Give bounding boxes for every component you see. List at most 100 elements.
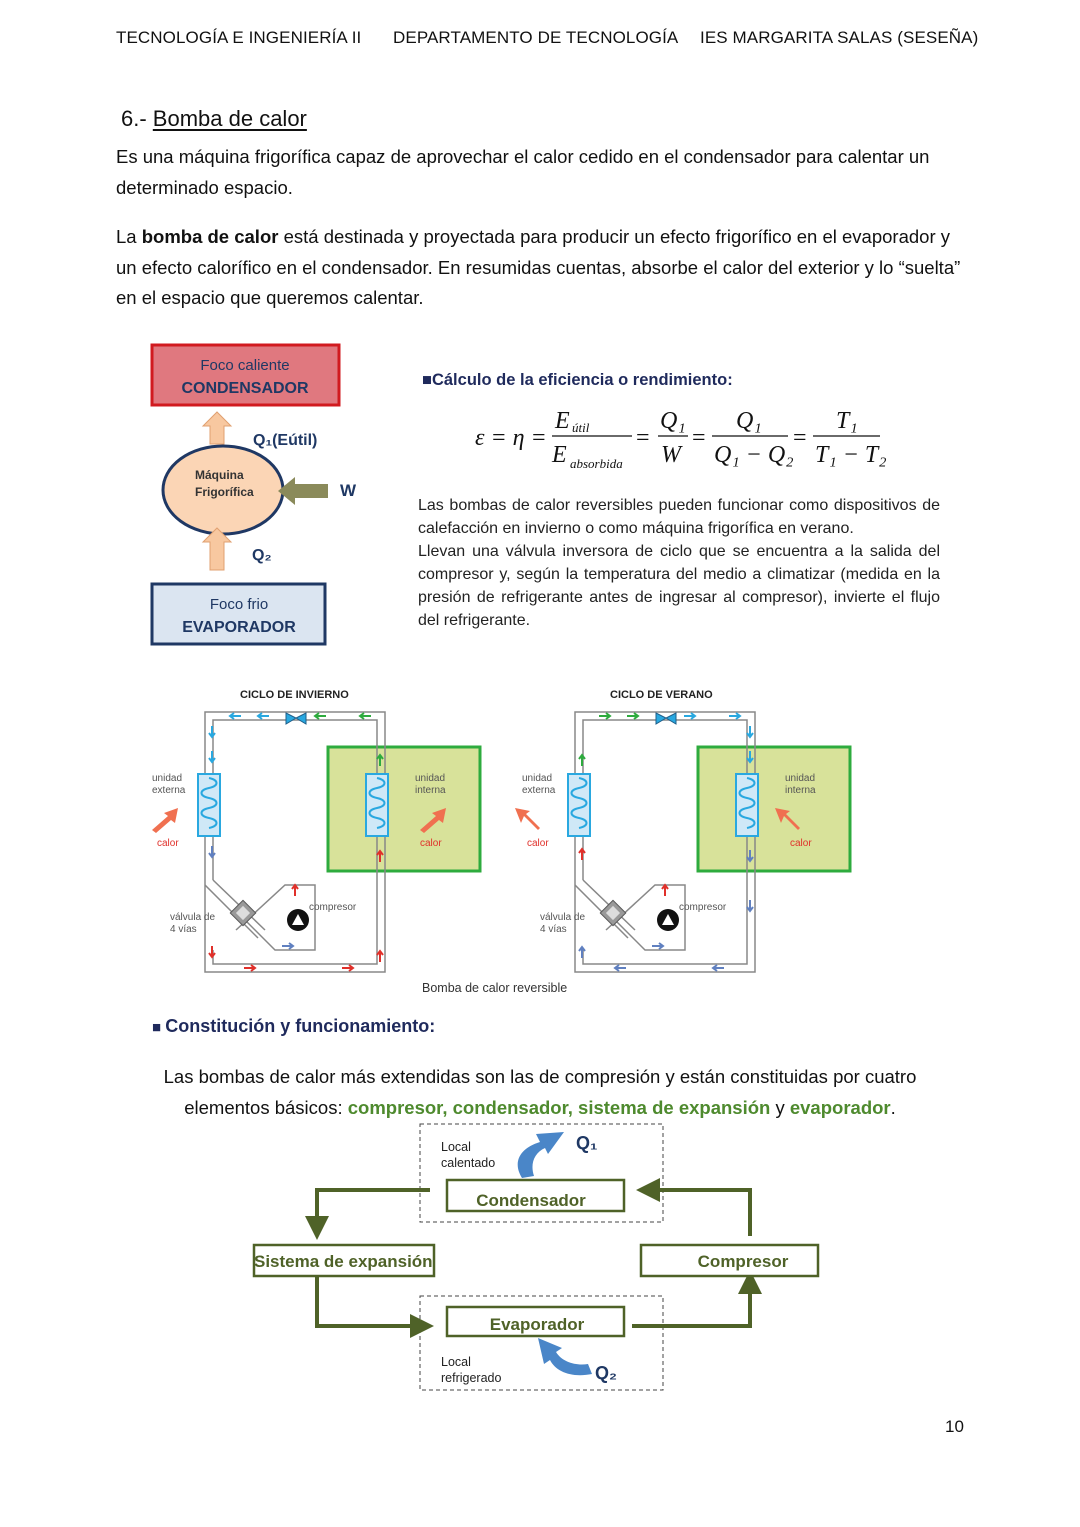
formula-term: Q₁ bbox=[736, 408, 762, 434]
internal-unit-label: interna bbox=[415, 785, 446, 796]
four-way-valve-icon bbox=[235, 905, 251, 921]
page-number: 10 bbox=[945, 1417, 964, 1436]
q1-arrow bbox=[201, 411, 233, 445]
cold-focus-box bbox=[150, 582, 327, 646]
flow-arrow bbox=[376, 849, 384, 862]
flow-arrow bbox=[282, 942, 295, 950]
flow-arrow bbox=[208, 846, 216, 859]
coil-icon bbox=[368, 777, 386, 829]
summer-cycle: CICLO DE VERANOunidadexternaunidadintern… bbox=[515, 689, 852, 973]
evaporator-box bbox=[445, 1305, 626, 1338]
q2-label: Q₂ bbox=[595, 1363, 617, 1383]
formula-term: Q₁ bbox=[660, 408, 686, 434]
q2-arrow bbox=[201, 527, 233, 571]
flow-arrow bbox=[636, 1178, 752, 1236]
constitution-heading: ■ Constitución y funcionamiento: bbox=[152, 1016, 435, 1037]
heated-zone bbox=[419, 1123, 664, 1223]
flow-arrow bbox=[358, 712, 371, 720]
valve-label: 4 vías bbox=[170, 924, 197, 935]
q1-label: Q₁ bbox=[576, 1133, 597, 1153]
constitution-paragraph: Las bombas de calor más extendidas son l… bbox=[140, 1062, 940, 1123]
heading-text: Constitución y funcionamiento: bbox=[165, 1016, 436, 1036]
heated-label: Local bbox=[441, 1140, 471, 1154]
diagram-caption: Bomba de calor reversible bbox=[422, 981, 567, 995]
evaporator-label: Evaporador bbox=[490, 1315, 585, 1334]
section-number: 6.- bbox=[121, 106, 153, 131]
compressor-label: Compresor bbox=[698, 1252, 789, 1271]
condenser-box bbox=[445, 1178, 626, 1213]
flow-arrow bbox=[746, 726, 754, 739]
pipe bbox=[582, 719, 748, 965]
flow-arrow bbox=[578, 847, 586, 860]
heat-label: calor bbox=[527, 838, 549, 849]
cycle-title: CICLO DE VERANO bbox=[610, 689, 713, 701]
header-department: DEPARTAMENTO DE TECNOLOGÍA bbox=[393, 28, 679, 47]
q2-curved-arrow bbox=[538, 1338, 592, 1376]
flow-arrow bbox=[244, 964, 257, 972]
bold-term: bomba de calor bbox=[141, 226, 279, 247]
formula-term: Q₁ − Q₂ bbox=[714, 442, 794, 468]
bullet-icon: ■ bbox=[422, 371, 432, 389]
expansion-valve-icon bbox=[655, 712, 677, 725]
work-arrow bbox=[278, 477, 328, 505]
flow-arrow bbox=[729, 712, 742, 720]
flow-arrow bbox=[228, 712, 241, 720]
internal-unit-zone bbox=[326, 745, 482, 873]
compressor-label: compresor bbox=[309, 902, 357, 913]
cooled-label: Local bbox=[441, 1355, 471, 1369]
flow-arrow bbox=[613, 964, 626, 972]
formula-eq: = bbox=[692, 425, 706, 451]
coil-icon bbox=[200, 777, 218, 829]
reversible-heat-pump-diagram: CICLO DE INVIERNOunidadexternaunidadinte… bbox=[152, 689, 852, 995]
formula-term: T₁ bbox=[836, 408, 858, 434]
flow-arrow bbox=[684, 712, 697, 720]
four-way-valve-icon bbox=[605, 905, 621, 921]
flow-arrow bbox=[313, 712, 326, 720]
heat-label: calor bbox=[790, 838, 812, 849]
compressor-box bbox=[639, 1243, 820, 1278]
heat-arrow-icon bbox=[152, 808, 178, 833]
q2-label: Q₂ bbox=[252, 547, 272, 564]
heat-arrow-icon bbox=[515, 808, 540, 830]
flow-arrow bbox=[711, 964, 724, 972]
formula-term: E bbox=[554, 408, 570, 434]
compressor-icon bbox=[292, 914, 304, 925]
heading-text: Cálculo de la eficiencia o rendimiento: bbox=[431, 371, 733, 389]
external-unit-label: externa bbox=[152, 785, 186, 796]
flow-arrow bbox=[578, 945, 586, 958]
flow-arrow bbox=[578, 753, 586, 766]
flow-arrow bbox=[627, 712, 640, 720]
heat-pump-flow-diagram: Condensador Sistema de expansión Compres… bbox=[252, 1123, 820, 1391]
cold-focus-label: Foco frio bbox=[210, 596, 268, 613]
formula-term: W bbox=[661, 442, 683, 468]
flow-arrow bbox=[746, 850, 754, 863]
formula-sub: absorbida bbox=[570, 456, 623, 471]
section-title: 6.- Bomba de calor bbox=[121, 106, 307, 132]
flow-arrow bbox=[342, 964, 355, 972]
external-unit-label: externa bbox=[522, 785, 556, 796]
cooled-label: refrigerado bbox=[441, 1371, 501, 1385]
hot-focus-name: CONDENSADOR bbox=[181, 380, 309, 397]
efficiency-formula: ε = η = E útil E absorbida = Q₁ W = Q₁ Q… bbox=[475, 408, 887, 471]
machine-label: Máquina bbox=[195, 468, 244, 482]
formula-term: T₁ − T₂ bbox=[815, 442, 887, 468]
flow-arrow bbox=[315, 1276, 434, 1338]
text: Las bombas de calor más extendidas son l… bbox=[163, 1066, 917, 1118]
heat-label: calor bbox=[157, 838, 179, 849]
machine-label: Frigorífica bbox=[195, 485, 254, 499]
header-subject: TECNOLOGÍA E INGENIERÍA II bbox=[116, 28, 362, 47]
components-highlight: compresor, condensador, sistema de expan… bbox=[347, 1096, 771, 1118]
formula-eq: = bbox=[636, 425, 650, 451]
text-paragraph: Llevan una válvula inversora de ciclo qu… bbox=[418, 543, 940, 629]
flow-arrow bbox=[746, 751, 754, 764]
flow-arrow bbox=[632, 1270, 762, 1328]
formula-term: E bbox=[551, 442, 567, 468]
flow-arrow bbox=[376, 949, 384, 962]
external-unit-label: unidad bbox=[152, 773, 182, 784]
expansion-valve-icon bbox=[285, 712, 307, 725]
expansion-box bbox=[252, 1243, 436, 1278]
internal-unit-zone bbox=[696, 745, 852, 873]
heat-label: calor bbox=[420, 838, 442, 849]
valve-label: 4 vías bbox=[540, 924, 567, 935]
formula-eq: = bbox=[793, 425, 807, 451]
